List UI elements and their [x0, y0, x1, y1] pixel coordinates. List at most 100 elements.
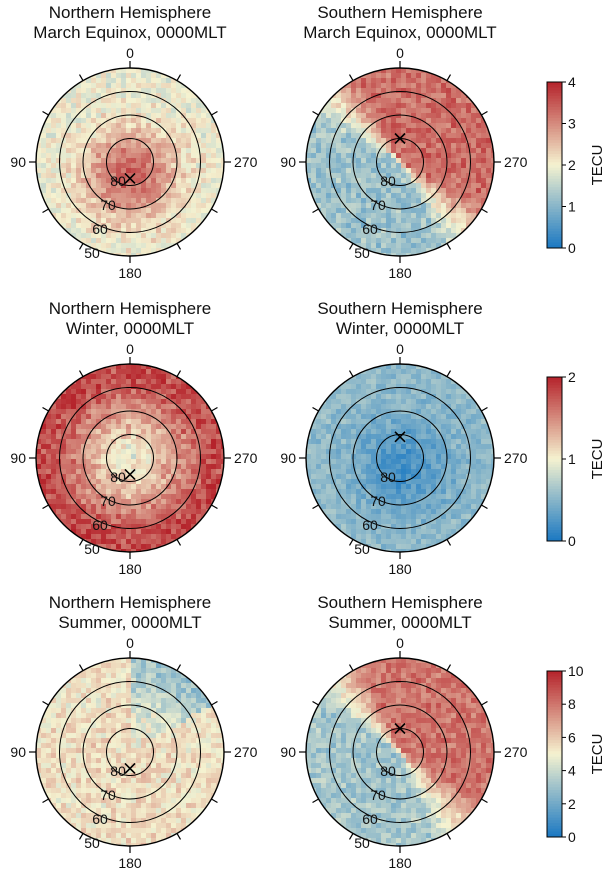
heat-cell — [56, 143, 62, 149]
heat-cell — [181, 389, 187, 395]
heat-cell — [366, 464, 372, 470]
heat-cell — [321, 188, 327, 194]
heat-cell — [386, 364, 392, 370]
heat-cell — [51, 394, 57, 400]
heat-cell — [201, 424, 207, 430]
heat-cell — [311, 158, 317, 164]
heat-cell — [341, 168, 347, 174]
heat-cell — [361, 434, 367, 440]
heat-cell — [306, 444, 312, 450]
heat-cell — [96, 218, 102, 224]
heat-cell — [331, 409, 337, 415]
heat-cell — [351, 143, 357, 149]
heat-cell — [111, 374, 117, 380]
heat-cell — [181, 233, 187, 239]
heat-cell — [161, 519, 167, 525]
heat-cell — [481, 474, 487, 480]
heat-cell — [366, 138, 372, 144]
heat-cell — [436, 529, 442, 535]
heat-cell — [101, 454, 107, 460]
heat-cell — [431, 228, 437, 234]
heat-cell — [351, 138, 357, 144]
heat-cell — [386, 83, 392, 89]
heat-cell — [361, 489, 367, 495]
heat-cell — [181, 399, 187, 405]
heat-cell — [366, 73, 372, 79]
heat-cell — [101, 133, 107, 139]
heat-cell — [116, 178, 122, 184]
heat-cell — [491, 133, 494, 139]
heat-cell — [441, 459, 447, 465]
heat-cell — [116, 108, 122, 114]
heat-cell — [106, 449, 112, 455]
heat-cell — [81, 514, 87, 520]
heat-cell — [136, 464, 142, 470]
heat-cell — [181, 434, 187, 440]
heat-cell — [381, 218, 387, 224]
heat-cell — [401, 374, 407, 380]
heat-cell — [371, 158, 377, 164]
heat-cell — [346, 499, 352, 505]
heat-cell — [86, 213, 92, 219]
heat-cell — [121, 474, 127, 480]
heat-cell — [36, 454, 42, 460]
heat-cell — [151, 544, 157, 550]
heat-cell — [61, 168, 67, 174]
heat-cell — [391, 123, 397, 129]
heat-cell — [71, 113, 77, 119]
heat-cell — [471, 444, 477, 450]
heat-cell — [101, 193, 107, 199]
heat-cell — [401, 198, 407, 204]
heat-cell — [161, 188, 167, 194]
heat-cell — [71, 188, 77, 194]
heat-cell — [156, 409, 162, 415]
heat-cell — [181, 394, 187, 400]
angle-label-0: 0 — [396, 45, 404, 61]
heat-cell — [476, 208, 482, 214]
heat-cell — [411, 524, 417, 530]
heat-cell — [156, 544, 162, 550]
heat-cell — [376, 489, 382, 495]
heat-cell — [381, 374, 387, 380]
heat-cell — [356, 484, 362, 490]
heat-cell — [166, 198, 172, 204]
heat-cell — [306, 464, 312, 470]
heat-cell — [56, 103, 62, 109]
heat-cell — [166, 188, 172, 194]
heat-cell — [76, 444, 82, 450]
heat-cell — [206, 128, 212, 134]
heat-cell — [381, 223, 387, 229]
heat-cell — [471, 404, 477, 410]
heat-cell — [366, 509, 372, 515]
angle-tick — [481, 110, 488, 116]
heat-cell — [206, 158, 212, 164]
angle-tick — [42, 208, 49, 214]
heat-cell — [96, 389, 102, 395]
heat-cell — [136, 178, 142, 184]
heat-cell — [436, 228, 442, 234]
heat-cell — [131, 509, 137, 515]
heat-cell — [111, 389, 117, 395]
heat-cell — [351, 404, 357, 410]
heat-cell — [126, 369, 132, 375]
heat-cell — [411, 449, 417, 455]
heat-cell — [431, 419, 437, 425]
heat-cell — [371, 203, 377, 209]
heat-cell — [176, 464, 182, 470]
heat-cell — [481, 434, 487, 440]
heat-cell — [151, 469, 157, 475]
heat-cell — [191, 489, 197, 495]
heat-cell — [136, 123, 142, 129]
heat-cell — [491, 444, 494, 450]
heat-cell — [61, 474, 67, 480]
heat-cell — [166, 123, 172, 129]
heat-cell — [451, 193, 457, 199]
ring-label-80: 80 — [380, 173, 396, 189]
heat-cell — [426, 228, 432, 234]
heat-cell — [326, 429, 332, 435]
heat-cell — [426, 374, 432, 380]
heat-cell — [316, 138, 322, 144]
heat-cell — [166, 98, 172, 104]
heat-cell — [431, 238, 437, 244]
heat-cell — [436, 183, 442, 189]
